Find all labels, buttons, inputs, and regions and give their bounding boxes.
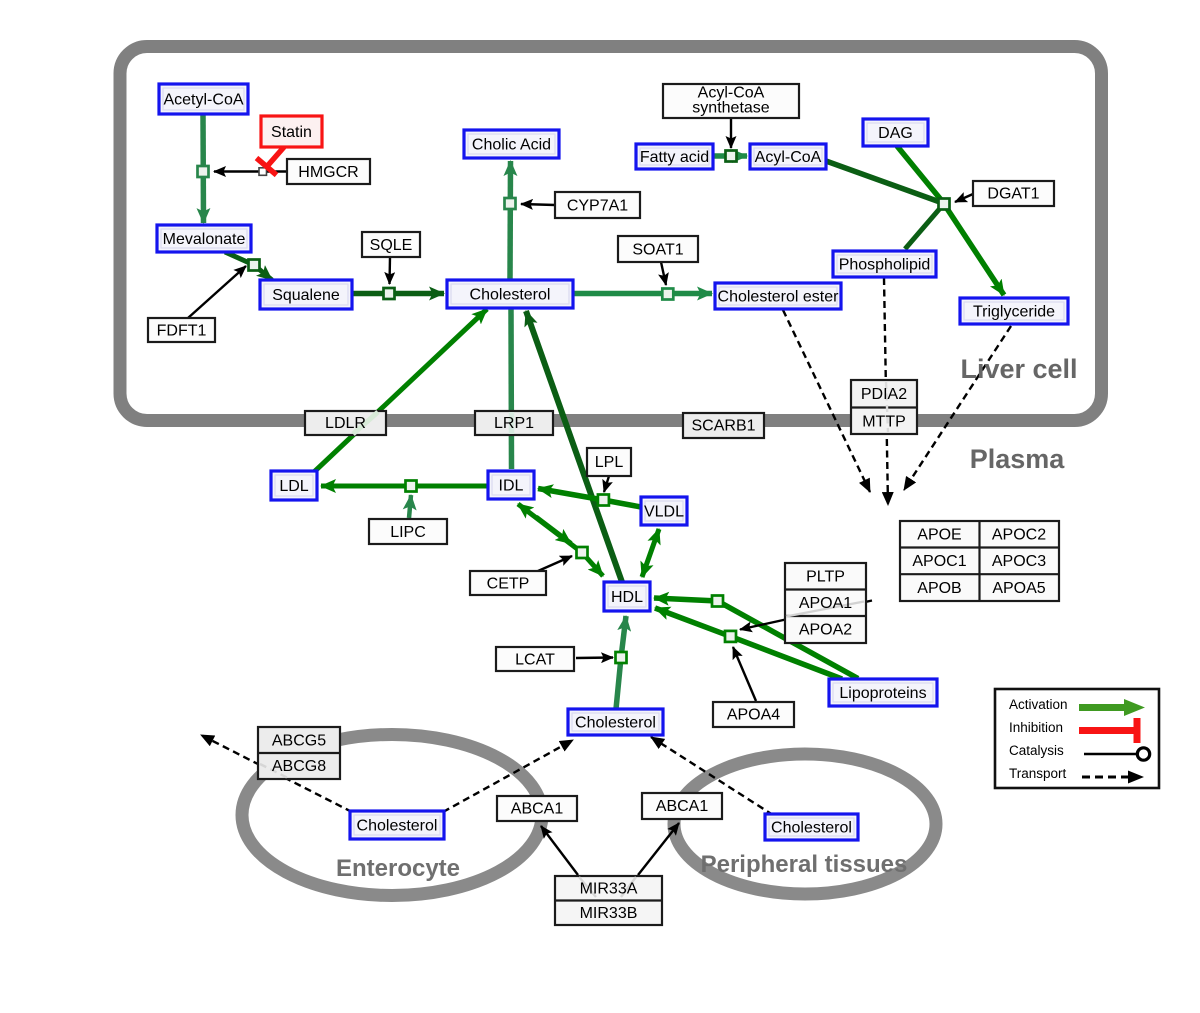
svg-text:Cholesterol: Cholesterol xyxy=(470,287,551,304)
svg-text:APOC1: APOC1 xyxy=(912,553,966,570)
svg-text:synthetase: synthetase xyxy=(692,100,769,117)
svg-text:HDL: HDL xyxy=(611,589,643,606)
svg-text:DGAT1: DGAT1 xyxy=(987,186,1039,203)
svg-text:Activation: Activation xyxy=(1009,697,1068,712)
svg-text:Plasma: Plasma xyxy=(970,444,1066,474)
svg-text:Phospholipid: Phospholipid xyxy=(839,257,931,274)
svg-text:Cholesterol: Cholesterol xyxy=(771,820,852,837)
svg-text:IDL: IDL xyxy=(499,478,524,495)
svg-text:DAG: DAG xyxy=(878,125,913,142)
svg-text:ABCG5: ABCG5 xyxy=(272,733,326,750)
svg-text:VLDL: VLDL xyxy=(644,504,684,521)
svg-text:Liver cell: Liver cell xyxy=(960,354,1077,384)
svg-text:Inhibition: Inhibition xyxy=(1009,720,1063,735)
svg-text:Acyl-CoA: Acyl-CoA xyxy=(755,149,822,166)
svg-text:LPL: LPL xyxy=(595,454,624,471)
svg-text:MIR33B: MIR33B xyxy=(580,905,638,922)
svg-text:Cholesterol: Cholesterol xyxy=(357,818,438,835)
svg-text:APOC3: APOC3 xyxy=(992,553,1046,570)
svg-text:LDLR: LDLR xyxy=(325,415,366,432)
svg-text:LCAT: LCAT xyxy=(515,652,555,669)
svg-text:FDFT1: FDFT1 xyxy=(157,323,207,340)
svg-text:PLTP: PLTP xyxy=(806,569,845,586)
svg-text:APOE: APOE xyxy=(917,527,961,544)
svg-text:APOA5: APOA5 xyxy=(992,580,1045,597)
svg-text:Acyl-CoA: Acyl-CoA xyxy=(698,85,765,102)
svg-text:Cholesterol ester: Cholesterol ester xyxy=(718,289,840,306)
svg-text:Peripheral tissues: Peripheral tissues xyxy=(701,851,908,878)
svg-text:Squalene: Squalene xyxy=(272,287,340,304)
svg-text:LRP1: LRP1 xyxy=(494,415,534,432)
svg-text:APOA1: APOA1 xyxy=(799,595,852,612)
svg-text:Catalysis: Catalysis xyxy=(1009,743,1064,758)
svg-text:SOAT1: SOAT1 xyxy=(632,242,683,259)
svg-text:Transport: Transport xyxy=(1009,766,1067,781)
svg-text:Fatty acid: Fatty acid xyxy=(640,149,709,166)
svg-text:Cholic Acid: Cholic Acid xyxy=(472,137,551,154)
svg-text:APOA4: APOA4 xyxy=(727,707,780,724)
svg-text:Lipoproteins: Lipoproteins xyxy=(839,685,926,702)
svg-text:Mevalonate: Mevalonate xyxy=(163,231,246,248)
svg-text:ABCG8: ABCG8 xyxy=(272,758,326,775)
svg-text:Acetyl-CoA: Acetyl-CoA xyxy=(163,92,243,109)
svg-text:CYP7A1: CYP7A1 xyxy=(567,198,628,215)
svg-text:SCARB1: SCARB1 xyxy=(691,418,755,435)
svg-text:CETP: CETP xyxy=(487,576,530,593)
svg-text:Triglyceride: Triglyceride xyxy=(973,304,1055,321)
svg-text:Enterocyte: Enterocyte xyxy=(336,855,460,882)
svg-text:MTTP: MTTP xyxy=(862,414,906,431)
svg-text:Cholesterol: Cholesterol xyxy=(575,715,656,732)
svg-text:ABCA1: ABCA1 xyxy=(511,801,564,818)
svg-text:LIPC: LIPC xyxy=(390,524,426,541)
svg-text:APOB: APOB xyxy=(917,580,961,597)
svg-text:APOC2: APOC2 xyxy=(992,527,1046,544)
svg-text:ABCA1: ABCA1 xyxy=(656,798,709,815)
svg-text:APOA2: APOA2 xyxy=(799,622,852,639)
svg-text:PDIA2: PDIA2 xyxy=(861,386,907,403)
svg-text:HMGCR: HMGCR xyxy=(298,164,358,181)
svg-text:LDL: LDL xyxy=(279,478,308,495)
svg-text:Statin: Statin xyxy=(271,124,312,141)
svg-text:SQLE: SQLE xyxy=(370,237,413,254)
svg-text:MIR33A: MIR33A xyxy=(580,881,638,898)
